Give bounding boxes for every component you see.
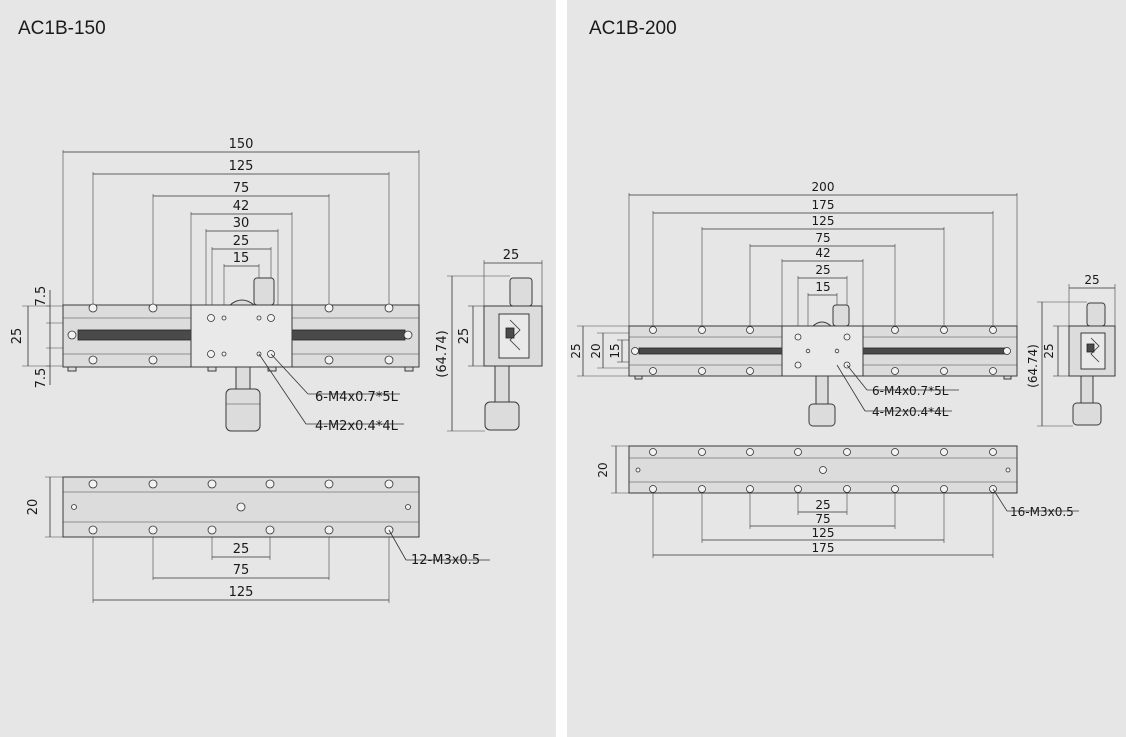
stage-bottom-view: [62, 476, 420, 538]
callout-m2: 4-M2x0.4*4L: [872, 405, 949, 419]
dim-label: 25: [10, 328, 25, 345]
top-callouts: 6-M4x0.7*5L 4-M2x0.4*4L: [258, 353, 404, 434]
side-dimensions: 25 25 (64.74): [1026, 273, 1116, 427]
dim-label: 25: [233, 234, 250, 249]
stage-top-view: [62, 277, 420, 432]
dim-label: 175: [812, 541, 835, 555]
dim-label: 75: [815, 512, 830, 526]
callout-m3: 16-M3x0.5: [1010, 505, 1074, 519]
drawing-ac1b-200: 200 175 125 75 42 25 15 25 20 15: [569, 180, 1116, 558]
dim-label: 42: [815, 246, 830, 260]
dim-label: 125: [812, 214, 835, 228]
top-dimension-labels: 150 125 75 42 30 25 15 7.5 25 7.5: [10, 137, 253, 388]
bottom-dimensions: 20 25 75 125 12-M3x0.5: [26, 476, 490, 603]
dim-label: 30: [233, 216, 250, 231]
stage-bottom-view: [628, 445, 1018, 494]
panel-ac1b-150: AC1B-150: [0, 0, 556, 737]
dim-label: 150: [229, 137, 254, 152]
bottom-dimensions: 20 25 75 125 175 16-M3x0.5: [596, 445, 1079, 558]
side-width-label: 25: [1084, 273, 1099, 287]
dim-label: 75: [815, 231, 830, 245]
dim-label: 25: [815, 498, 830, 512]
dim-label: 15: [815, 280, 830, 294]
side-total-height-label: (64.74): [1026, 344, 1040, 388]
dim-label: 200: [812, 180, 835, 194]
top-dimensions: [22, 150, 420, 385]
callout-m4: 6-M4x0.7*5L: [315, 390, 399, 405]
dim-label: 125: [229, 585, 254, 600]
drawing-ac1b-150: 150 125 75 42 30 25 15 7.5 25 7.5: [10, 137, 543, 603]
dim-label: 175: [812, 198, 835, 212]
top-callouts: 6-M4x0.7*5L 4-M2x0.4*4L: [836, 364, 959, 419]
side-height-label: 25: [457, 328, 472, 345]
dim-label: 25: [815, 263, 830, 277]
stage-side-view: [1068, 302, 1116, 426]
callout-m2: 4-M2x0.4*4L: [315, 419, 399, 434]
model-title: AC1B-200: [589, 18, 677, 39]
dim-label: 15: [608, 343, 622, 358]
callout-m3: 12-M3x0.5: [411, 553, 480, 568]
dim-label: 25: [233, 542, 250, 557]
stage-side-view: [483, 277, 543, 431]
dim-label: 125: [812, 526, 835, 540]
dim-label: 42: [233, 199, 250, 214]
dim-label: 25: [569, 343, 583, 358]
side-total-height-label: (64.74): [435, 330, 450, 377]
dim-label: 15: [233, 251, 250, 266]
dim-label: 75: [233, 563, 250, 578]
top-dimension-labels: 200 175 125 75 42 25 15 25 20 15: [569, 180, 834, 359]
callout-m4: 6-M4x0.7*5L: [872, 384, 949, 398]
panel-ac1b-200: AC1B-200 2: [567, 0, 1126, 737]
side-height-label: 25: [1042, 343, 1056, 358]
model-title: AC1B-150: [18, 18, 106, 39]
top-dimensions: [577, 193, 1018, 377]
bottom-height-label: 20: [596, 462, 610, 477]
dim-label: 7.5: [34, 286, 49, 307]
side-dimensions: 25 25 (64.74): [435, 248, 543, 432]
side-width-label: 25: [503, 248, 520, 263]
dim-label: 75: [233, 181, 250, 196]
bottom-height-label: 20: [26, 499, 41, 516]
dim-label: 7.5: [34, 368, 49, 389]
dim-label: 20: [589, 343, 603, 358]
stage-top-view: [628, 304, 1018, 427]
dim-label: 125: [229, 159, 254, 174]
